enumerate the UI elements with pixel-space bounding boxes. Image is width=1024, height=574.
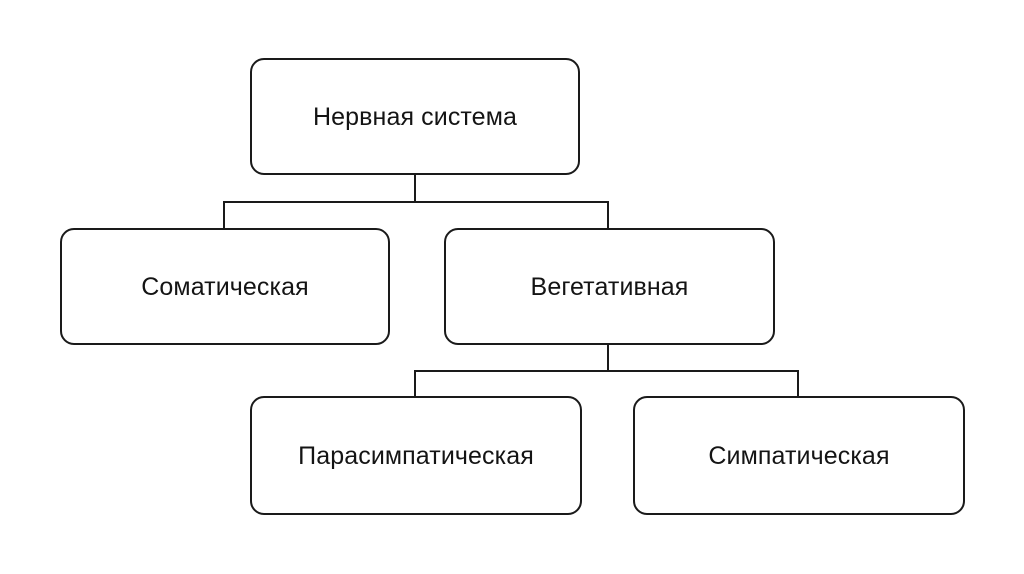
node-label-autonomic: Вегетативная <box>530 272 689 301</box>
node-label-nervous-system: Нервная система <box>313 102 517 131</box>
node-sympathetic[interactable]: Симпатическая <box>633 396 965 515</box>
node-label-sympathetic: Симпатическая <box>708 441 890 470</box>
node-nervous-system[interactable]: Нервная система <box>250 58 580 175</box>
connector-autonomic-to-level3 <box>414 344 799 397</box>
node-label-somatic: Соматическая <box>141 272 309 301</box>
node-autonomic[interactable]: Вегетативная <box>444 228 775 345</box>
node-label-parasympathetic: Парасимпатическая <box>298 441 534 470</box>
node-parasympathetic[interactable]: Парасимпатическая <box>250 396 582 515</box>
node-somatic[interactable]: Соматическая <box>60 228 390 345</box>
connector-root-to-level2 <box>223 174 609 229</box>
